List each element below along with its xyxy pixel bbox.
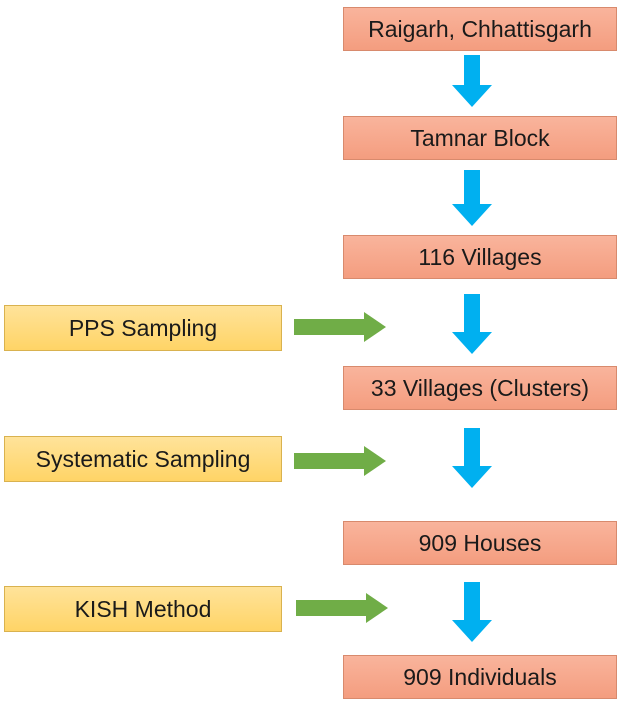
- down-arrow-1: [452, 55, 492, 107]
- down-arrow-2: [452, 170, 492, 226]
- step-33-villages: 33 Villages (Clusters): [343, 366, 617, 410]
- method-pps-sampling: PPS Sampling: [4, 305, 282, 351]
- method-systematic-sampling: Systematic Sampling: [4, 436, 282, 482]
- down-arrow-5: [452, 582, 492, 642]
- side-arrow-kish: [296, 593, 388, 623]
- step-raigarh: Raigarh, Chhattisgarh: [343, 7, 617, 51]
- method-kish: KISH Method: [4, 586, 282, 632]
- step-116-villages: 116 Villages: [343, 235, 617, 279]
- side-arrow-systematic: [294, 446, 386, 476]
- step-tamnar-block: Tamnar Block: [343, 116, 617, 160]
- down-arrow-3: [452, 294, 492, 354]
- down-arrow-4: [452, 428, 492, 488]
- step-909-individuals: 909 Individuals: [343, 655, 617, 699]
- step-909-houses: 909 Houses: [343, 521, 617, 565]
- side-arrow-pps: [294, 312, 386, 342]
